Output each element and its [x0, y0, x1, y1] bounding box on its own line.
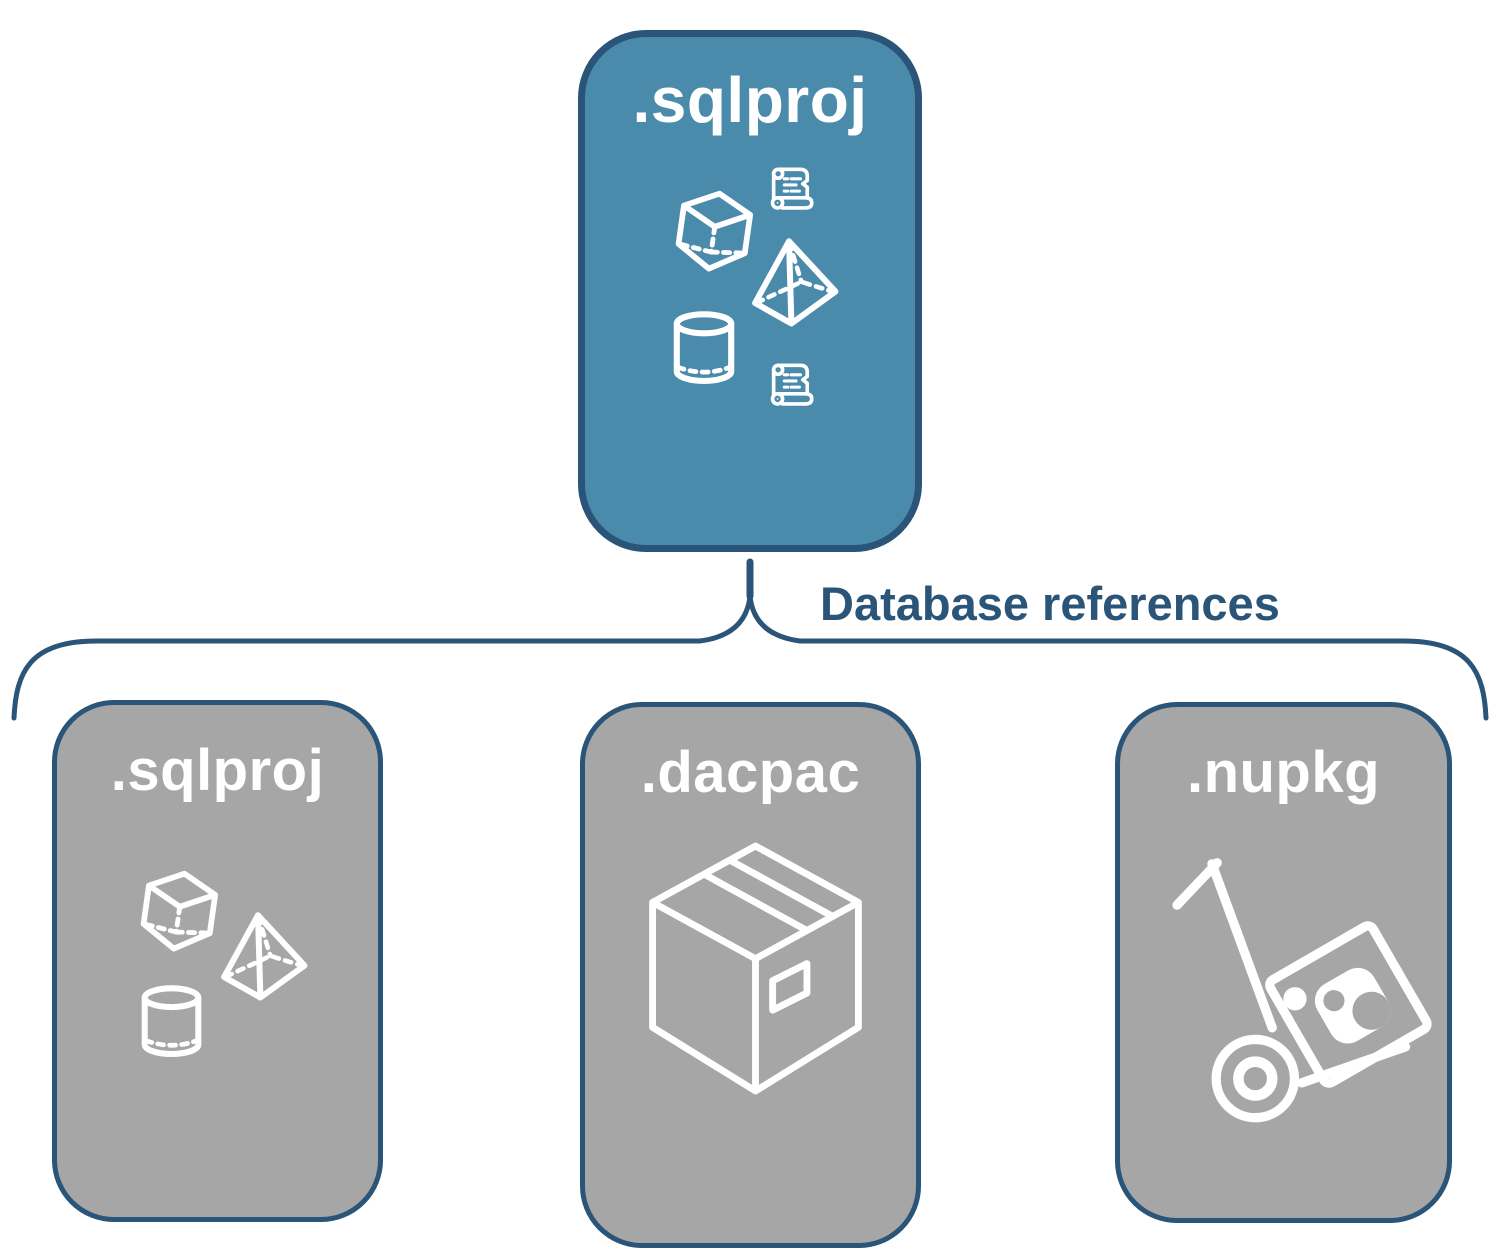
- hand-truck-package-icon: [1172, 858, 1432, 1123]
- hand-truck-wheel-hub: [1233, 1056, 1278, 1101]
- nuget-package: [1265, 921, 1432, 1088]
- child-node-title: .dacpac: [640, 740, 861, 805]
- child-node-title: .sqlproj: [110, 738, 325, 803]
- pyramid-icon: [752, 238, 839, 327]
- package-box-icon: [649, 842, 862, 1095]
- scroll-icon: [770, 363, 814, 406]
- nuget-hole-small: [1323, 990, 1345, 1012]
- child-node-sqlproj: .sqlproj: [52, 700, 383, 1222]
- hand-truck-wheel: [1211, 1034, 1300, 1123]
- connector-label: Database references: [820, 577, 1280, 630]
- child-node-dacpac: .dacpac: [580, 702, 921, 1248]
- cylinder-icon: [673, 311, 735, 384]
- root-node-sqlproj: .sqlproj: [578, 30, 922, 552]
- hand-truck-handle-bar: [1207, 859, 1277, 1033]
- cube-icon: [140, 870, 219, 952]
- cube-icon: [675, 190, 754, 272]
- nuget-dot: [1283, 987, 1307, 1011]
- child-node-title: .nupkg: [1186, 740, 1381, 805]
- child-node-nupkg: .nupkg: [1115, 702, 1452, 1223]
- cylinder-icon: [141, 985, 202, 1057]
- root-node-title: .sqlproj: [632, 64, 868, 136]
- pyramid-icon: [221, 912, 308, 1001]
- scroll-icon: [770, 167, 814, 210]
- nuget-hole-large: [1352, 991, 1391, 1030]
- brace-curve: [11, 595, 1489, 721]
